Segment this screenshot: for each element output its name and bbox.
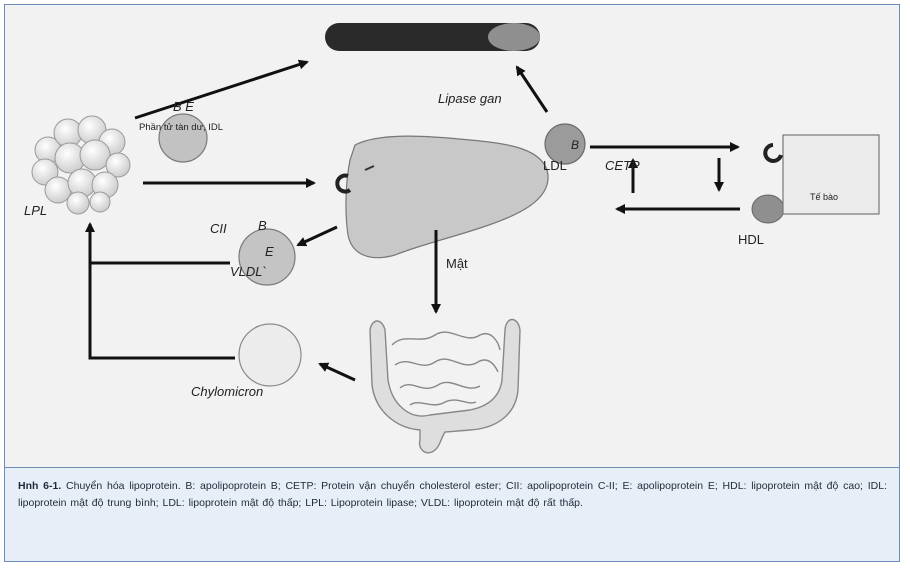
label-mat: Mật bbox=[446, 256, 468, 271]
label-ldl: LDL bbox=[543, 158, 567, 173]
label-lipase-gan: Lipase gan bbox=[438, 91, 502, 106]
label-hdl: HDL bbox=[738, 232, 764, 247]
arrows bbox=[85, 59, 740, 382]
cell-box bbox=[763, 134, 880, 215]
vldl-particle bbox=[238, 228, 296, 286]
liver-receptor bbox=[335, 173, 352, 194]
remnant-particle bbox=[158, 113, 208, 163]
label-e-vldl: E bbox=[265, 244, 274, 259]
label-vldl: VLDL` bbox=[230, 264, 267, 279]
figure-caption: Hnh 6-1. Chuyển hóa lipoprotein. B: apol… bbox=[18, 478, 887, 512]
arrow-ldl-to-vessel bbox=[515, 65, 549, 113]
label-remnant: Phần tử tàn dư, IDL bbox=[139, 122, 223, 133]
intestine-shape bbox=[369, 318, 521, 454]
arrow-intestine-to-chylo bbox=[318, 362, 356, 382]
lipoprotein-diagram: B E Phần tử tàn dư, IDL Lipase gan B LDL… bbox=[24, 23, 880, 454]
ldl-particle bbox=[544, 123, 586, 165]
arrow-remnant-to-vessel bbox=[134, 59, 309, 120]
liver-shape bbox=[345, 135, 549, 259]
arrow-chylo-to-lpl bbox=[88, 263, 235, 360]
label-b-vldl: B bbox=[258, 218, 267, 233]
arrow-vldl-to-lpl bbox=[85, 222, 230, 265]
label-chylomicron: Chylomicron bbox=[191, 384, 263, 399]
label-cetp: CETP bbox=[605, 158, 640, 173]
vessel-bar bbox=[325, 23, 540, 51]
label-cii: CII bbox=[210, 221, 227, 236]
chylomicron-particle bbox=[238, 323, 302, 387]
label-b-ldl: B bbox=[571, 138, 579, 152]
label-cell: Tế bào bbox=[810, 192, 838, 202]
arrow-liver-to-vldl bbox=[296, 225, 338, 247]
hdl-particle bbox=[751, 194, 785, 224]
label-lpl: LPL bbox=[24, 203, 47, 218]
caption-text: Chuyển hóa lipoprotein. B: apolipoprotei… bbox=[18, 480, 887, 509]
caption-box: Hnh 6-1. Chuyển hóa lipoprotein. B: apol… bbox=[5, 467, 899, 561]
label-be-top: B E bbox=[173, 99, 194, 114]
lpl-droplet-cluster bbox=[31, 115, 131, 215]
caption-figure-number: Hnh 6-1. bbox=[18, 480, 62, 492]
